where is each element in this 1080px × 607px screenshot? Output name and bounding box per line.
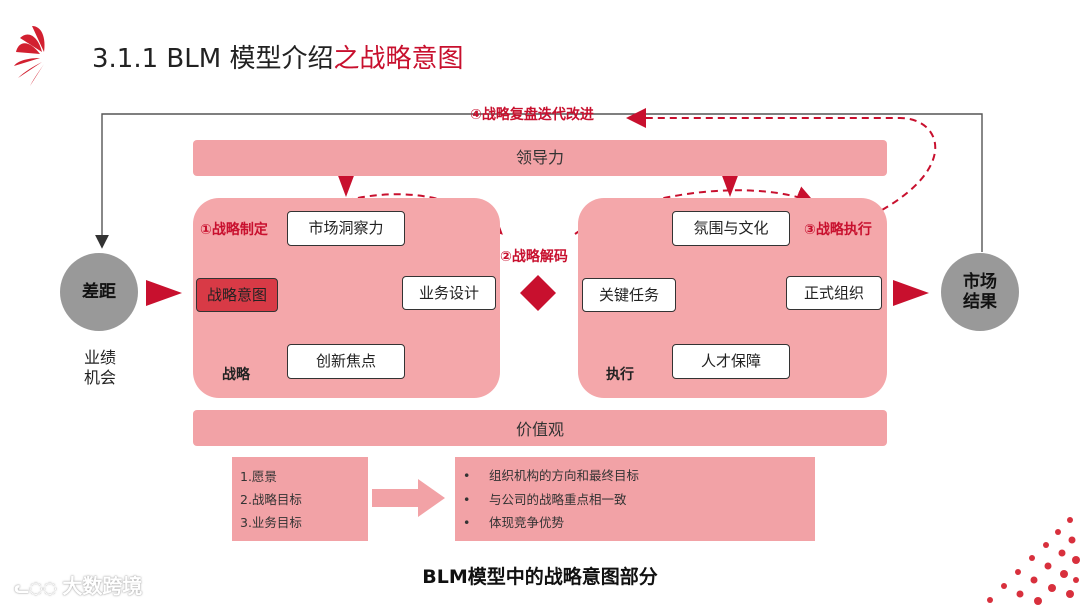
values-band: 价值观: [193, 410, 887, 446]
decoding-diamond: [520, 275, 556, 311]
feedback-loop-line: [95, 113, 983, 252]
watermark-icon: ᓚ◌◌: [14, 578, 63, 597]
culture-box: 氛围与文化: [672, 211, 790, 246]
intent-point: •与公司的战略重点相一致: [463, 491, 627, 507]
corner-dots: [987, 517, 1080, 605]
gap-circle: 差距: [60, 253, 138, 331]
decode-to-execution-dashed: [574, 186, 816, 235]
gap-to-strategy-arrow: [146, 280, 182, 306]
goals-to-points-arrow: [372, 479, 445, 517]
goal-item: 3.业务目标: [240, 515, 302, 530]
strategic-intent-box: 战略意图: [196, 278, 278, 312]
review-loop-dashed: [626, 108, 937, 211]
intent-point: •体现竞争优势: [463, 515, 565, 530]
intent-point: •组织机构的方向和最终目标: [463, 468, 640, 483]
goal-item: 2.战略目标: [240, 492, 302, 507]
step-2-label: ②战略解码: [500, 249, 568, 265]
logo-icon: [14, 26, 45, 86]
strategy-label: 战略: [222, 367, 250, 383]
step-3-label: ③战略执行: [804, 222, 872, 238]
execution-to-result-arrow: [893, 280, 929, 306]
business-design-box: 业务设计: [402, 276, 496, 310]
gap-sub-labels: 业绩 机会: [80, 348, 120, 388]
goal-item: 1.愿景: [240, 469, 277, 484]
talent-box: 人才保障: [672, 344, 790, 379]
opportunity-label: 机会: [83, 368, 116, 387]
intent-points-list: •组织机构的方向和最终目标 •与公司的战略重点相一致 •体现竞争优势: [455, 457, 815, 541]
execution-label: 执行: [606, 367, 634, 383]
step-1-label: ①战略制定: [200, 222, 268, 238]
watermark: ᓚ◌◌ 大数跨境: [14, 574, 143, 598]
step-4-label: ④战略复盘迭代改进: [470, 107, 594, 123]
market-insight-box: 市场洞察力: [287, 211, 405, 246]
page-title: 3.1.1 BLM 模型介绍之战略意图: [92, 44, 464, 74]
goals-list: 1.愿景 2.战略目标 3.业务目标: [232, 457, 368, 541]
leadership-band: 领导力: [193, 140, 887, 176]
market-result-circle: 市场结果: [941, 253, 1019, 331]
key-tasks-box: 关键任务: [582, 278, 676, 312]
formal-organization-box: 正式组织: [786, 276, 882, 310]
figure-caption: BLM模型中的战略意图部分: [422, 566, 658, 588]
innovation-focus-box: 创新焦点: [287, 344, 405, 379]
performance-label: 业绩: [83, 348, 116, 367]
